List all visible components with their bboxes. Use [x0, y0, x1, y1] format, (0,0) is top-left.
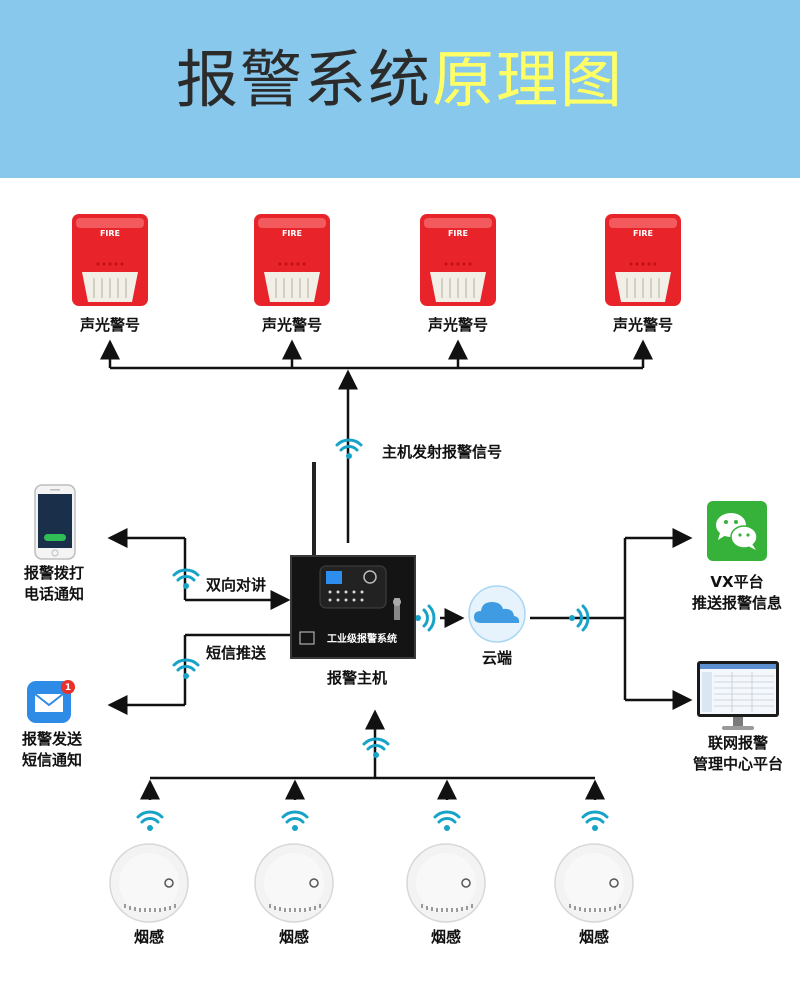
- wifi-icon: [362, 737, 390, 758]
- host-label: 报警主机: [326, 669, 387, 687]
- siren-face-text: FIRE: [448, 229, 468, 238]
- wifi-signal-right-icon: [569, 604, 590, 632]
- header-banner: 报警系统原理图: [0, 0, 800, 178]
- phone-label-line1: 报警拨打: [23, 564, 84, 582]
- smartphone-icon: [34, 484, 76, 560]
- alarm-host-device: 工业级报警系统: [290, 462, 416, 659]
- smoke-detector-icon: [554, 843, 634, 923]
- phone-link-label: 双向对讲: [206, 576, 267, 594]
- wifi-icon: [172, 658, 200, 679]
- wifi-icon: [172, 568, 200, 589]
- detector-label: 烟感: [133, 928, 164, 946]
- detector-label: 烟感: [578, 928, 609, 946]
- siren-label: 声光警号: [427, 316, 488, 334]
- smoke-detector-icon: [406, 843, 486, 923]
- siren-alarm-icon: FIRE: [72, 214, 148, 306]
- wifi-signal-right-icon: [415, 604, 436, 632]
- siren-label: 声光警号: [79, 316, 140, 334]
- wifi-icon: [335, 438, 363, 459]
- siren-face-text: FIRE: [282, 229, 302, 238]
- sms-label-line1: 报警发送: [21, 730, 82, 748]
- wifi-icon: [281, 810, 309, 831]
- wifi-icon: [581, 810, 609, 831]
- center-label-line1: 联网报警: [707, 734, 768, 752]
- wifi-icon: [136, 810, 164, 831]
- smoke-detector-icon: [254, 843, 334, 923]
- cloud-label: 云端: [481, 649, 512, 667]
- sms-link-label: 短信推送: [206, 644, 267, 662]
- wifi-icon: [433, 810, 461, 831]
- cloud-icon: [468, 585, 526, 643]
- detector-label: 烟感: [430, 928, 461, 946]
- sms-badge: 1: [65, 683, 71, 693]
- siren-label: 声光警号: [612, 316, 673, 334]
- siren-alarm-icon: FIRE: [420, 214, 496, 306]
- host-panel-text: 工业级报警系统: [327, 632, 397, 645]
- sms-label-line2: 短信通知: [21, 751, 82, 769]
- sms-mail-icon: 1: [27, 680, 75, 723]
- wechat-icon: [707, 501, 767, 561]
- center-label-line2: 管理中心平台: [692, 755, 783, 773]
- monitor-icon: [697, 661, 779, 730]
- wechat-label-line1: VX平台: [710, 573, 764, 591]
- title-part-1: 报警系统: [175, 43, 432, 116]
- title-part-2: 原理图: [432, 43, 625, 116]
- page-title: 报警系统原理图: [0, 40, 800, 120]
- siren-alarm-icon: FIRE: [605, 214, 681, 306]
- host-signal-label: 主机发射报警信号: [382, 443, 503, 461]
- detector-label: 烟感: [278, 928, 309, 946]
- wechat-label-line2: 推送报警信息: [691, 594, 782, 612]
- siren-face-text: FIRE: [100, 229, 120, 238]
- siren-face-text: FIRE: [633, 229, 653, 238]
- siren-alarm-icon: FIRE: [254, 214, 330, 306]
- siren-label: 声光警号: [261, 316, 322, 334]
- smoke-detector-icon: [109, 843, 189, 923]
- phone-label-line2: 电话通知: [23, 585, 84, 603]
